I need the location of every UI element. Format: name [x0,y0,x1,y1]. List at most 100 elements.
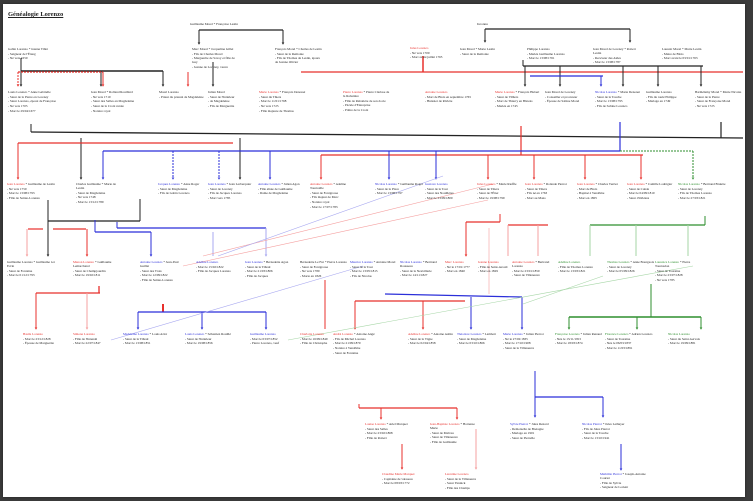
arrowhead-icon [635,327,639,330]
person-name[interactable]: Mathilde Pierrot [600,472,622,476]
person-name[interactable]: Nicolas Lorenzo [668,332,690,336]
person-name[interactable]: Nicolas Lorenzo [678,182,700,186]
person-name[interactable]: Nicolas Lorenzo [375,182,397,186]
person-name[interactable]: Louise Lorenzo [365,422,386,426]
person-name[interactable]: Françoise Lorenzo [555,332,580,336]
person-name[interactable]: Antoine Lorenzo [140,260,163,264]
person-detail: - Née le 13/11/1815 [555,336,582,341]
arrowhead-icon [520,327,524,330]
person-header: Guillaume Lorenzo [646,90,694,94]
person-name[interactable]: Jean-Baptiste Lorenzo [430,422,460,426]
person-name[interactable]: Louis Lorenzo [185,332,205,336]
arrowhead-icon [421,327,425,330]
person-name[interactable]: Julien Morel [208,90,225,94]
person-name[interactable]: Marc Morel [192,47,208,51]
person-node: Jean Morel de Lorenzy * Robert Lestin- R… [593,47,641,65]
person-name[interactable]: Nicolas Pierrot [582,422,602,426]
person-name[interactable]: Adeline Lorenzo [558,260,581,264]
person-node: Adeline Lorenzo * Antoine Aubin- Sieur d… [408,332,456,345]
page-title: Généalogie Lorenzo [8,11,64,18]
person-name[interactable]: Inconnu [477,22,488,26]
person-name[interactable]: Marie Lorenzo [259,90,279,94]
person-name[interactable]: Antoine Lorenzo [310,182,333,186]
person-name[interactable]: Antoine Lorenzo [258,182,281,186]
person-name[interactable]: Marie Lorenzo [495,90,515,94]
arrowhead-icon [238,177,242,180]
person-name[interactable]: Laurent Morel [662,47,682,51]
person-name[interactable]: Thomas Lorenzo [607,260,630,264]
arrowhead-icon [628,40,632,43]
person-node: François Morel * Charles de Lestin- Sieu… [275,47,323,65]
person-name[interactable]: Gustave Lorenzo [425,182,448,186]
person-name[interactable]: Marie Lorenzo [503,332,523,336]
person-name[interactable]: Léontine Lorenzo [445,472,469,476]
person-name[interactable]: Antoine Lorenzo [425,90,448,94]
person-name[interactable]: Jean Lorenzo [245,260,263,264]
person-name[interactable]: Madeleine Lorenzo [123,332,149,336]
person-name[interactable]: André Lorenzo [333,332,354,336]
person-header: Charlotte Lorenzo [300,332,348,336]
person-name[interactable]: Jules Lorenzo [410,46,429,50]
person-header: Laurent Morel * Marie Lestin [662,47,702,51]
person-name[interactable]: Sylvie Pierrot [510,422,529,426]
person-name[interactable]: Charlotte Lorenzo [300,332,325,336]
person-name[interactable]: Charles Guillaume [76,182,101,186]
person-name[interactable]: Jules Lorenzo [477,182,496,186]
person-name[interactable]: Jean Lorenzo [7,182,25,186]
person-header: Marie Lorenzo * François Denonet [259,90,306,94]
person-name[interactable]: François Morel [275,47,296,51]
person-name[interactable]: Jacques Lorenzo [158,182,181,186]
person-name[interactable]: Jean Morel [91,90,106,94]
person-detail: - Sieur des Nouillères [425,191,454,196]
person-detail: - Mort le 15/02/1822 [196,264,224,269]
spouse-name: Guillaume de Lestin [27,182,55,186]
person-name[interactable]: Jean Lorenzo [627,182,645,186]
person-detail: - Fils de Jules Pierrot [582,426,611,431]
person-node: Jean Lorenzo * Jean Lerberquier- Sieur d… [208,182,256,200]
person-name[interactable]: Jean Lorenzo [525,182,543,186]
person-name[interactable]: Marc Lorenzo [445,260,464,264]
person-name[interactable]: Jeanne Lorenzo [478,260,499,264]
person-name[interactable]: Bernadette Le Fur [300,260,324,264]
person-name[interactable]: Jean Lorenzo [208,182,226,186]
person-name[interactable]: Guillaume Lorenzo [250,332,276,336]
person-name[interactable]: Louis Lorenzo [8,90,28,94]
person-name[interactable]: Guillaume Lorenzo [7,260,33,264]
person-name[interactable]: Théodore Lorenzo [457,332,482,336]
person-node: Jules Lorenzo- Né vers 1700- Mort avant … [410,46,458,59]
person-name[interactable]: Nicolas Lorenzo [595,90,617,94]
person-name[interactable]: Adeline Lorenzo [408,332,431,336]
person-name[interactable]: Manon Lorenzo [73,260,95,264]
spouse-name: Hortense Marie [430,422,475,431]
person-name[interactable]: Adeline Lorenzo [196,260,219,264]
person-detail: - Fille de Jacques Lorenzo [196,269,231,274]
spouse-name: Antoine Angé [356,332,375,336]
person-name[interactable]: Florence Lorenzo [605,332,629,336]
person-name[interactable]: Philippe Lorenzo [527,47,550,51]
spouse-name: Jacqueline Gillet [211,47,234,51]
person-name[interactable]: Laurence Lorenzo [655,260,680,264]
spouse-name: Anne Bourgeois [632,260,655,264]
person-name[interactable]: Nicolas Lorenzo [400,260,422,264]
person-name[interactable]: Morel Lorenzo [159,90,179,94]
person-detail: - Mort le 23/09/1800 [425,196,453,201]
person-detail: - Sieur de Thiers [477,186,500,191]
arrowhead-icon [19,84,23,87]
person-name[interactable]: Maurice Lorenzo [350,260,373,264]
person-name[interactable]: Jean Morel de Lorenzy [545,90,576,94]
person-name[interactable]: Jean Morel [460,47,475,51]
person-detail: - Mort le 17/07/1783 [310,204,338,209]
person-name[interactable]: Antoine Lorenzo [512,260,535,264]
person-name[interactable]: Gabin Lorenzo [8,47,28,51]
person-name[interactable]: Basile Lorenzo [23,332,44,336]
person-name[interactable]: Simone Lorenzo [73,332,95,336]
person-name[interactable]: Pierre Lorenzo [343,90,363,94]
person-name[interactable]: Claudine Marie Marquet [382,472,415,476]
person-node: Nicolas Lorenzo * Bertrand Bruière- Sieu… [678,182,726,200]
person-name[interactable]: Guillaume Morel [190,22,213,26]
person-name[interactable]: Jean Morel de Lorenzy [593,47,624,51]
person-detail: - Mort le 23/01/1850 [512,268,540,273]
person-name[interactable]: Barthélemy Morel [695,90,720,94]
person-name[interactable]: Guillaume Lorenzo [646,90,672,94]
person-name[interactable]: Jean Lorenzo [577,182,595,186]
